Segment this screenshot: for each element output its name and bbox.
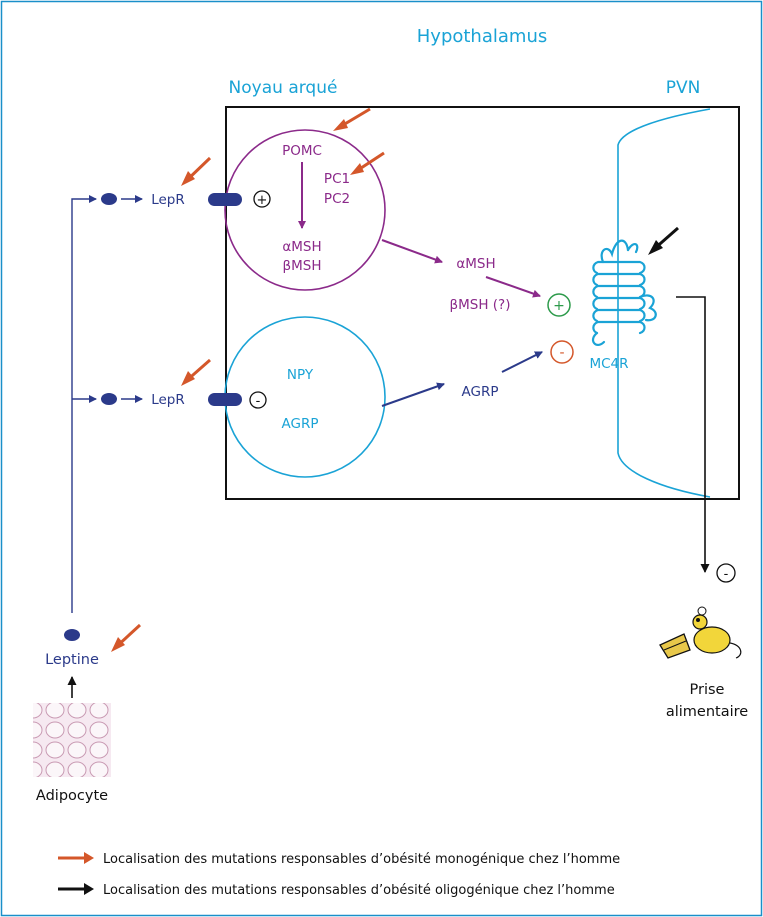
plus-sign-mc4r: + [547,293,571,317]
pomc-neuron [224,129,386,291]
adipocyte-label: Adipocyte [36,788,108,804]
noyau-arque-label: Noyau arqué [229,78,338,98]
minus-sign-mc4r: - [550,340,574,364]
legend: Localisation des mutations responsables … [58,852,620,898]
leptin-signal-line [71,195,97,613]
minus-sign-receptor-bottom: - [249,391,267,409]
amsh-release-arrow [381,239,443,264]
red-mutation-arrow-icon [350,151,385,175]
adipocyte-tissue-icon [33,703,111,777]
bmsh-inner-label: βMSH [283,258,322,274]
legend-black-arrow-icon [58,883,94,895]
pc2-label: PC2 [324,191,350,207]
black-mutation-arrow-icon [648,226,679,255]
lepr-top-label: LepR [151,192,185,208]
prise-label-line1: Prise [690,682,725,698]
legend-oligogenic-text: Localisation des mutations responsables … [103,883,615,898]
svg-text:-: - [559,345,564,361]
npy-label: NPY [287,367,314,383]
agrp-inner-label: AGRP [282,416,319,432]
amsh-outer-label: αMSH [456,256,495,272]
leptin-molecule-top-icon [101,193,117,205]
legend-red-arrow-icon [58,852,94,864]
mouse-eating-icon [659,606,742,659]
lepr-bottom-label: LepR [151,392,185,408]
mc4r-output-arrow [676,296,710,573]
plus-sign-receptor-top: + [253,190,271,208]
pvn-label: PVN [666,78,701,98]
red-mutation-arrow-icon [181,358,211,386]
red-mutation-arrow-icon [111,623,142,652]
minus-sign-output: - [716,563,736,583]
agrp-outer-label: AGRP [462,384,499,400]
red-mutation-arrow-icon [333,107,371,131]
leptine-label: Leptine [45,652,99,668]
hypothalamus-title: Hypothalamus [417,26,547,47]
prise-label-line2: alimentaire [666,704,748,720]
agrp-to-mc4r-arrow [501,351,543,373]
leptin-molecule-icon [64,629,80,641]
mc4r-receptor-icon [592,239,657,347]
pomc-label: POMC [282,143,322,159]
pc1-label: PC1 [324,171,350,187]
svg-text:-: - [256,394,261,409]
legend-monogenic-text: Localisation des mutations responsables … [103,852,620,867]
svg-text:-: - [724,567,729,582]
lepr-receptor-top-icon [208,193,242,206]
leptin-molecule-bottom-icon [101,393,117,405]
agrp-release-arrow [381,382,445,407]
mc4r-label: MC4R [589,356,628,372]
red-mutation-arrow-icon [181,156,212,186]
lepr-receptor-bottom-icon [208,393,242,406]
amsh-inner-label: αMSH [282,239,321,255]
svg-text:+: + [257,193,268,208]
bmsh-outer-label: βMSH (?) [450,297,511,313]
amsh-to-mc4r-arrow [485,276,541,298]
svg-text:+: + [553,298,565,314]
